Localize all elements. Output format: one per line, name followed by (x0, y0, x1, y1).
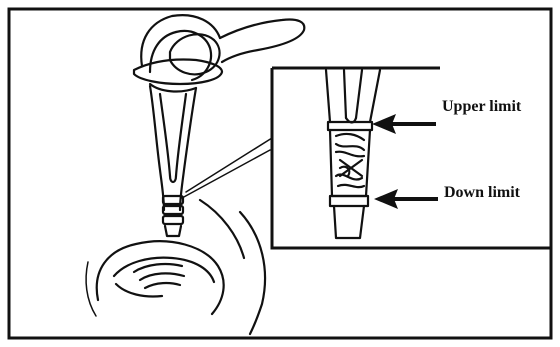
upper-limit-label: Upper limit (442, 98, 522, 115)
down-limit-label: Down limit (444, 184, 521, 201)
outer-frame (9, 9, 551, 338)
